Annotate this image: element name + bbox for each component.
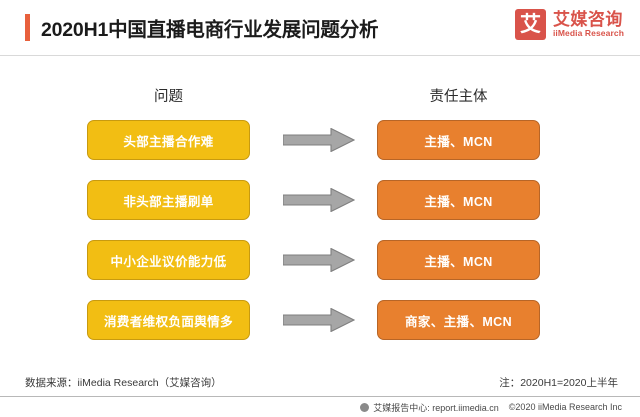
owner-box[interactable]: 主播、MCN — [377, 120, 540, 160]
flow-row: 非头部主播刷单 主播、MCN — [0, 180, 640, 220]
brand-name-cn: 艾媒咨询 — [552, 9, 623, 29]
problem-box[interactable]: 非头部主播刷单 — [87, 180, 250, 220]
brand-name-en: iiMedia Research — [552, 28, 624, 39]
page-title: 2020H1中国直播电商行业发展问题分析 — [41, 19, 379, 41]
title-accent-bar — [25, 14, 30, 41]
flow-row: 中小企业议价能力低 主播、MCN — [0, 240, 640, 280]
problem-box[interactable]: 消费者维权负面舆情多 — [87, 300, 250, 340]
copyright-text: ©2020 iiMedia Research Inc — [508, 402, 622, 412]
flow-row: 头部主播合作难 主播、MCN — [0, 120, 640, 160]
footer-note: 注：2020H1=2020上半年 — [499, 377, 618, 389]
column-header-problem: 问题 — [154, 89, 183, 105]
owner-box[interactable]: 商家、主播、MCN — [377, 300, 540, 340]
right-arrow-icon — [283, 188, 355, 212]
owner-box[interactable]: 主播、MCN — [377, 180, 540, 220]
problem-box[interactable]: 头部主播合作难 — [87, 120, 250, 160]
brand-mark-icon: 艾 — [514, 9, 546, 40]
footer-source: 数据来源：iiMedia Research（艾媒咨询） — [25, 377, 222, 389]
flow-row: 消费者维权负面舆情多 商家、主播、MCN — [0, 300, 640, 340]
owner-box[interactable]: 主播、MCN — [377, 240, 540, 280]
report-center-link[interactable]: 艾媒报告中心: report.iimedia.cn — [373, 402, 499, 413]
footer-bar: 艾媒报告中心: report.iimedia.cn ©2020 iiMedia … — [0, 396, 640, 417]
right-arrow-icon — [283, 128, 355, 152]
brand-text: 艾媒咨询 iiMedia Research — [552, 9, 624, 39]
column-header-owner: 责任主体 — [429, 89, 488, 105]
report-center-icon — [360, 402, 370, 412]
footer: 数据来源：iiMedia Research（艾媒咨询） 注：2020H1=202… — [0, 375, 640, 395]
brand-logo: 艾 艾媒咨询 iiMedia Research — [514, 9, 624, 40]
problem-box[interactable]: 中小企业议价能力低 — [87, 240, 250, 280]
page-header: 2020H1中国直播电商行业发展问题分析 艾 艾媒咨询 iiMedia Rese… — [0, 0, 640, 56]
right-arrow-icon — [283, 308, 355, 332]
right-arrow-icon — [283, 248, 355, 272]
